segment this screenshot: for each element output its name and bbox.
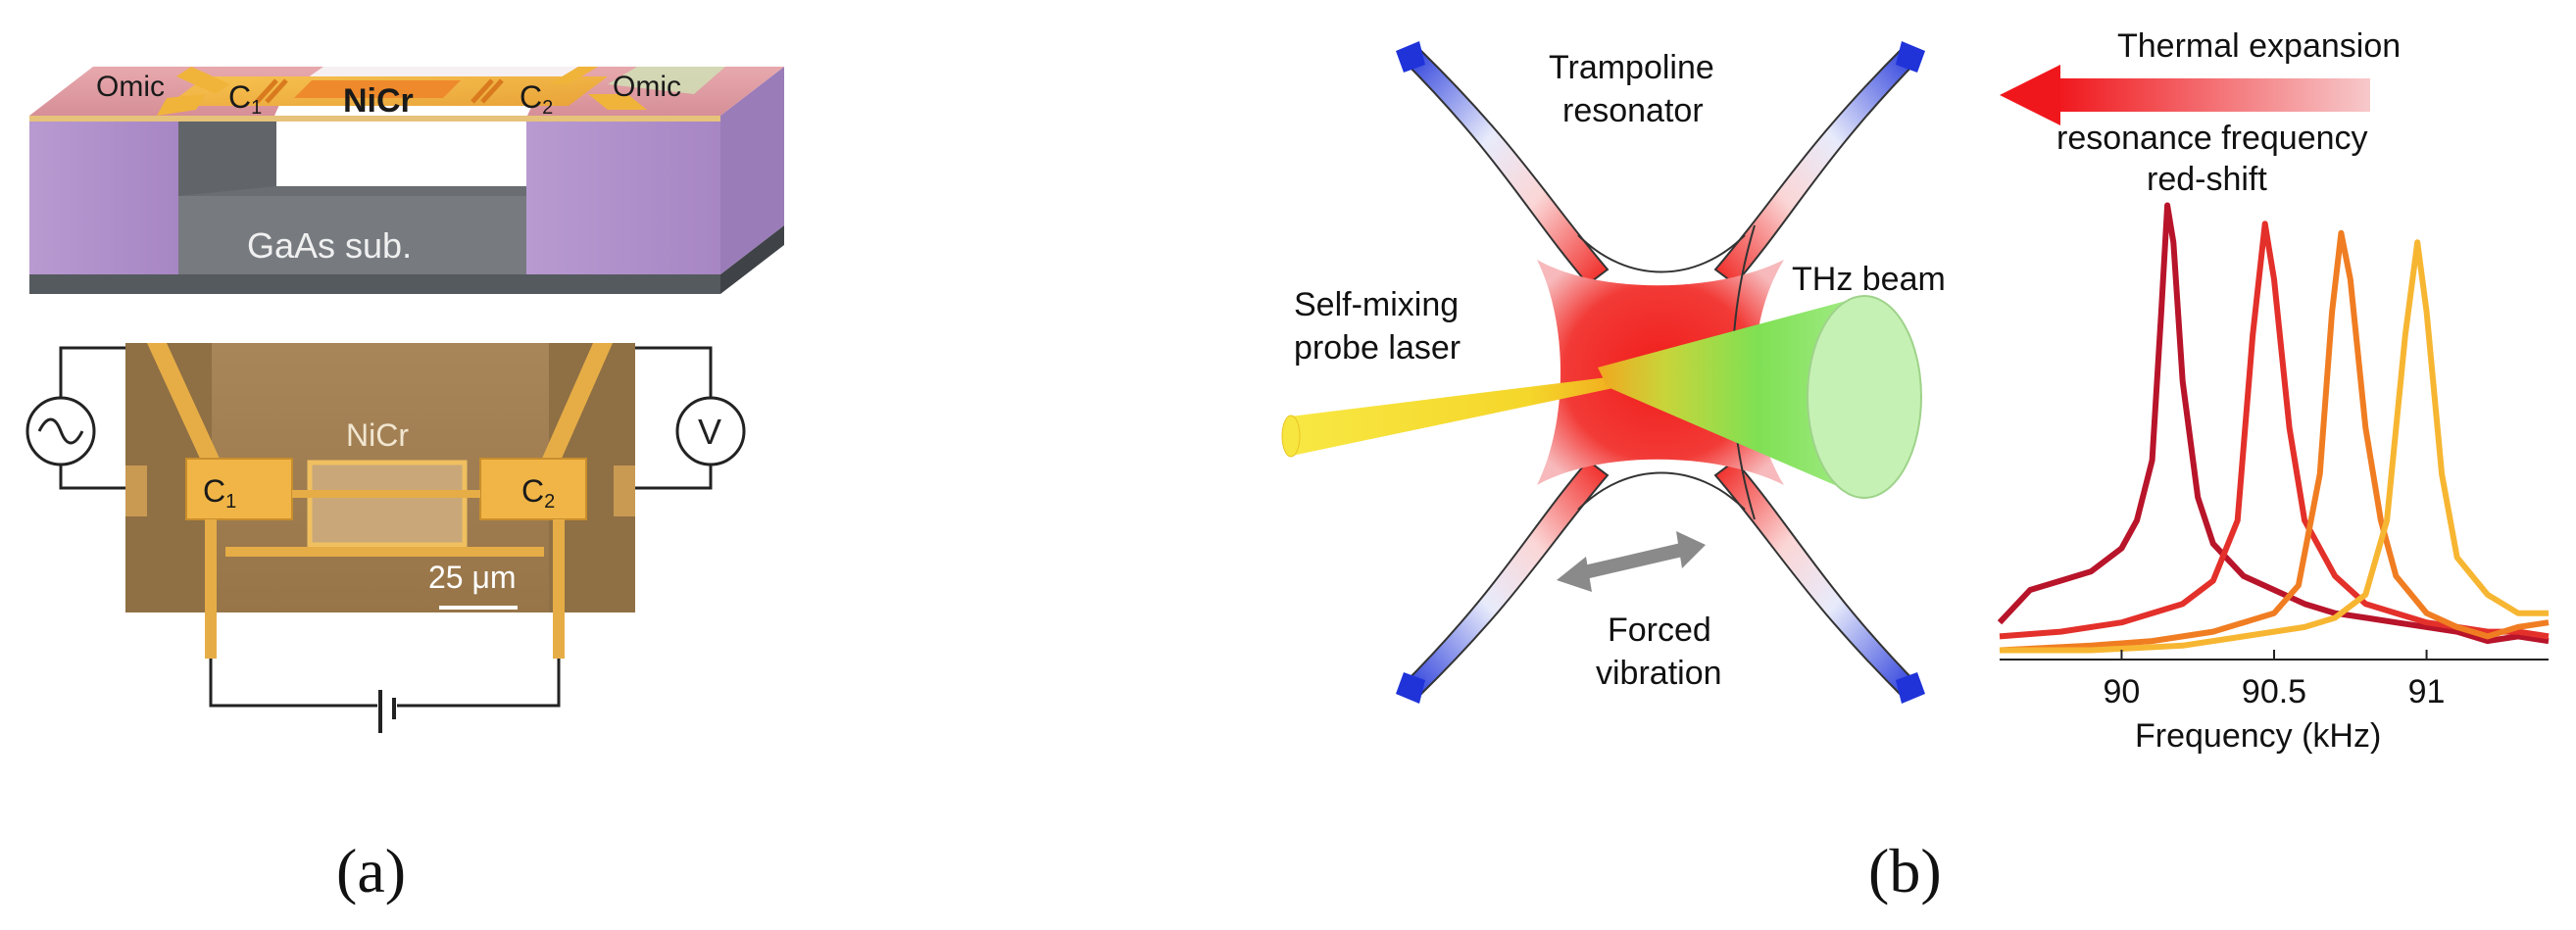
pad-c2 [479,458,587,520]
trace-top-left [147,343,221,461]
circuit-wires [59,346,713,708]
c2-lead-down [588,94,647,110]
strip-hatches [255,78,504,104]
panel-b: Trampoline resonator Self-mixing probe l… [1281,27,2550,906]
arm-bottom-left [1400,459,1610,698]
bridge-bar [292,490,480,498]
trace-lower [205,519,565,659]
vibration-arrow-icon [1557,531,1706,592]
arm-bottom-right [1713,459,1921,698]
edge-contact-right [614,465,635,516]
spectrum-chart: Thermal expansion resonance frequency re… [1997,27,2550,755]
trampoline-arms [1396,41,1925,704]
oxide-layer [29,116,720,122]
thz-beam-label: THz beam [1792,261,1946,298]
x-tick-label: 91 [2408,673,2446,710]
panel-a: Omic C1 NiCr C2 Omic GaAs sub. [25,67,784,906]
panel-b-label: (b) [1868,836,1942,906]
omic-right-label: Omic [613,71,681,103]
c1-lead-down [157,94,206,116]
arm-top-right [1713,47,1921,286]
nicr-strip [294,80,461,98]
micro-c1-label: C1 [203,473,236,513]
spectrum-series-4 [2000,239,2549,654]
panel-a-label: (a) [336,836,406,906]
thz-beam [1598,295,1922,499]
substrate-label: GaAs sub. [247,225,412,266]
anchor-top-left [1396,41,1425,73]
pad-c1 [185,458,293,520]
battery-icon [378,690,396,733]
scale-bar-label: 25 μm [428,560,517,595]
redshift-label-line2: red-shift [2147,161,2267,198]
series-layer [1997,202,2550,654]
right-pillar-front [526,116,720,274]
omic-right-pad [608,67,725,94]
micro-c2-label: C2 [521,473,555,513]
left-pillar-front [29,116,178,274]
voltmeter-icon: V [675,396,746,466]
probe-laser [1281,374,1632,458]
laser-label-line2: probe laser [1294,329,1461,367]
substrate-base-front [29,274,720,294]
ac-source-icon [25,396,96,466]
spectrum-series-3 [1999,229,2550,654]
nicr-resistor [307,460,468,548]
thermal-expansion-label: Thermal expansion [2117,27,2401,65]
trampoline-title-line1: Trampoline [1549,49,1714,86]
x-tick-label: 90 [2104,673,2141,710]
c2-lead-up [549,67,598,84]
x-tick-label: 90.5 [2242,673,2306,710]
device-cross-section: Omic C1 NiCr C2 Omic GaAs sub. [29,67,784,294]
laser-label-line1: Self-mixing [1294,286,1459,323]
x-tick-layer: 90 90.5 91 [2104,650,2446,710]
membrane-outline-bottom [1577,471,1746,511]
membrane-outline-top [1577,234,1746,273]
substrate-top [178,186,578,196]
trace-lower-bar [225,547,544,557]
vibration-label-line2: vibration [1596,655,1722,692]
anchor-top-right [1896,41,1925,73]
c1-lead-up [176,67,230,94]
anchor-bottom-left [1396,672,1425,704]
voltmeter-label: V [698,412,721,452]
omic-left-label: Omic [96,71,165,103]
x-axis-label: Frequency (kHz) [2135,717,2381,755]
c2-label: C2 [520,79,553,119]
edge-contact-left [125,465,147,516]
arm-top-left [1400,47,1610,286]
nicr-label: NiCr [343,82,414,120]
thermal-arrow-icon [2000,65,2370,125]
right-pillar-side [720,67,784,274]
c1-label: C1 [228,79,262,119]
substrate-base-side [720,225,784,294]
anchor-bottom-right [1896,672,1925,704]
redshift-label-line1: resonance frequency [2056,120,2368,157]
trace-top-right [541,343,613,461]
trampoline-title-line2: resonator [1562,92,1704,129]
device-micrograph: NiCr C1 C2 25 μm V [25,343,746,733]
vibration-label-line1: Forced [1608,612,1711,649]
substrate-block [178,196,526,274]
spectrum-series-1 [1997,202,2550,645]
micro-nicr-label: NiCr [346,417,409,453]
